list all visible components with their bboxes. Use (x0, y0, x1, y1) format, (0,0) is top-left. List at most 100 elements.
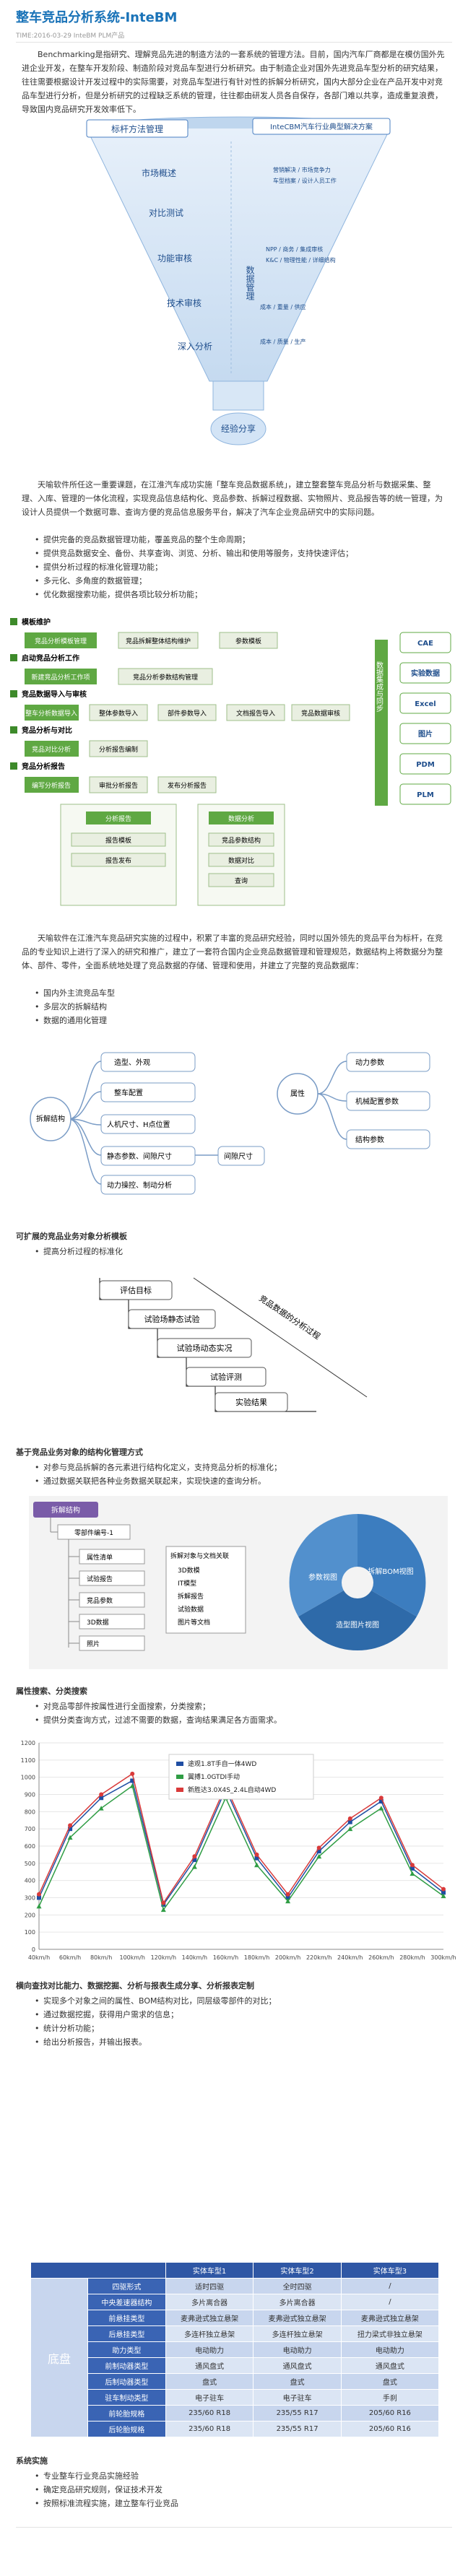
data-point (254, 1852, 259, 1857)
row-label: 四驱形式 (87, 2278, 166, 2294)
data-point (441, 1893, 446, 1899)
flow-box: 文档报告导入 (236, 709, 275, 718)
table-cell: 多连杆独立悬架 (253, 2325, 342, 2342)
legend-box (168, 1754, 314, 1800)
data-point (130, 1771, 135, 1776)
legend-label: 途观1.8T手自一体4WD (188, 1759, 256, 1768)
bullets-sec1: 提高分析过程的标准化 (35, 1245, 446, 1258)
stair-step: 评估目标 (120, 1285, 152, 1295)
bullets-2: 提供完备的竞品数据管理功能，覆盖竞品的整个生命周期； 提供竞品数据安全、备份、共… (35, 533, 446, 601)
x-tick-label: 240km/h (337, 1954, 363, 1961)
bullets-3: 国内外主流竞品车型 多层次的拆解结构 数据的通用化管理 (35, 986, 446, 1027)
series-line (38, 1785, 444, 1911)
flow-right-item: 图片 (418, 729, 433, 739)
data-point (410, 1871, 415, 1876)
struct-root: 拆解结构 (51, 1505, 80, 1515)
table-cell: 通风盘式 (165, 2357, 254, 2374)
flow-box: 竞品数据审核 (301, 709, 340, 718)
table-cell: 235/60 R18 (165, 2405, 254, 2421)
x-tick-label: 180km/h (244, 1954, 269, 1961)
stair-diagonal-label: 竞品数据的分析过程 (257, 1293, 322, 1341)
data-point (99, 1796, 104, 1801)
section-2-heading: 基于竞品业务对象的结构化管理方式 (16, 1448, 143, 1457)
row-label: 中央差速器结构 (87, 2294, 166, 2310)
funnel-level-2: 对比测试 (149, 207, 183, 218)
table-header: 实体车型2 (253, 2262, 342, 2279)
table-cell: 通风盘式 (253, 2357, 342, 2374)
data-point (316, 1853, 322, 1859)
bullet: 提供分析过程的标准化管理功能； (35, 560, 446, 574)
funnel-subtitle: InteCBM汽车行业典型解决方案 (270, 122, 373, 131)
data-point (285, 1898, 291, 1904)
table-cell: 电动助力 (340, 2341, 440, 2358)
data-point (347, 1819, 352, 1824)
business-object-structure: 拆解结构 零部件编号-1 属性清单 试验报告 竞品参数 3D数据 照片 拆解对象… (29, 1496, 448, 1669)
funnel-diagram: 标杆方法管理 InteCBM汽车行业典型解决方案 市场概述 对比测试 功能审核 … (86, 116, 391, 445)
bullet: 按照标准流程实施，建立整车行业竞品 (35, 2497, 446, 2510)
series-line (38, 1780, 444, 1906)
data-point (347, 1816, 352, 1821)
mindmap-left-item: 造型、外观 (114, 1058, 150, 1067)
x-tick-label: 160km/h (213, 1954, 238, 1961)
table-cell: 多片离合器 (165, 2294, 254, 2310)
data-point (99, 1792, 104, 1797)
bullet: 多层次的拆解结构 (35, 1000, 446, 1014)
row-label: 前轮胎规格 (87, 2405, 166, 2421)
data-point (347, 1826, 353, 1832)
flow-step-3: 竞品数据导入与审核 (21, 689, 87, 699)
flow-box: 整体参数导入 (99, 709, 138, 718)
funnel-title: 标杆方法管理 (111, 123, 163, 134)
table-corner (30, 2262, 166, 2279)
bullet: 对参与竞品拆解的各元素进行结构化定义，支持竞品分析的标准化； (35, 1461, 446, 1474)
struct-item: 3D数据 (87, 1618, 109, 1627)
data-point (36, 1903, 42, 1909)
bullet: 多元化、多角度的数据管理； (35, 574, 446, 588)
table-cell: 盘式 (165, 2373, 254, 2390)
flow-tab: 查询 (235, 876, 248, 885)
flow-step-4: 竞品分析与对比 (21, 726, 72, 735)
table-cell: 电子驻车 (253, 2389, 342, 2406)
data-point (441, 1887, 446, 1892)
legend-label: 翼搏1.0GTDI手动 (188, 1772, 240, 1781)
row-label: 后制动器类型 (87, 2373, 166, 2390)
struct-sub: 零部件编号-1 (74, 1528, 113, 1537)
y-tick-label: 400 (25, 1878, 35, 1884)
data-point (37, 1895, 41, 1900)
bullet: 对竞品零部件按属性进行全面搜索，分类搜索； (35, 1700, 446, 1713)
data-point (130, 1778, 135, 1783)
data-point (129, 1783, 135, 1788)
funnel-right-3: NPP / 商务 / 集成审核 (266, 245, 323, 253)
data-point (37, 1892, 41, 1897)
mindmap-mid-item: 间隙尺寸 (224, 1152, 253, 1161)
table-cell: 235/55 R17 (253, 2421, 342, 2437)
funnel-level-1: 市场概述 (142, 167, 176, 178)
flow-tab: 数据对比 (228, 856, 254, 865)
flow-box: 分析报告编制 (99, 745, 138, 754)
struct-circle-seg: 造型图片视图 (336, 1620, 379, 1629)
struct-circle-seg: 拆解BOM视图 (368, 1567, 413, 1576)
table-row: 后制动器类型盘式盘式盘式 (31, 2373, 440, 2390)
table-cell: 麦弗逊式独立悬架 (340, 2310, 440, 2326)
y-tick-label: 900 (25, 1792, 35, 1798)
flow-right-item: PDM (416, 761, 435, 769)
struct-panel-item: IT模型 (178, 1580, 196, 1588)
data-point (410, 1863, 415, 1868)
flow-step-1: 模板维护 (22, 618, 51, 627)
struct-panel-item: 图片等文档 (178, 1618, 210, 1627)
page-title: 整车竞品分析系统-InteBM (16, 10, 178, 25)
struct-item: 属性清单 (87, 1553, 113, 1562)
bullet: 提高分析过程的标准化 (35, 1245, 446, 1258)
y-tick-label: 1000 (21, 1775, 35, 1781)
flow-box: 部件参数导入 (168, 709, 207, 718)
bullet: 专业整车行业竞品实施经验 (35, 2469, 446, 2483)
data-point (441, 1890, 446, 1895)
section-5-heading: 系统实施 (16, 2456, 48, 2466)
flow-box: 参数模板 (235, 637, 261, 645)
funnel-right-1: 营销解决 / 市场竞争力 (273, 166, 331, 173)
data-point (316, 1845, 321, 1850)
y-tick-label: 500 (25, 1861, 35, 1867)
table-row: 前制动器类型通风盘式通风盘式通风盘式 (31, 2357, 440, 2374)
x-tick-label: 80km/h (90, 1954, 112, 1961)
row-label: 后轮胎规格 (87, 2421, 166, 2437)
table-cell: 适时四驱 (165, 2278, 254, 2294)
